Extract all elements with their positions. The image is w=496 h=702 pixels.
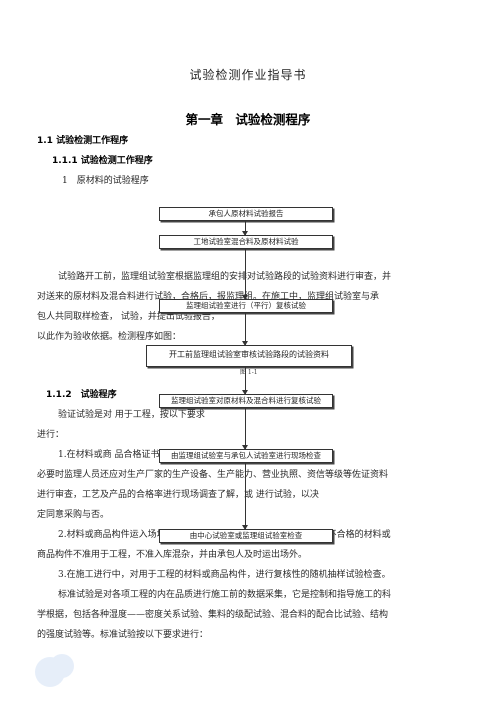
paragraph-line: 3.在施工进行中，对用于工程的材料或商品构件，进行复核性的随机抽样试验检查。 xyxy=(58,570,391,580)
chapter-number: 第一章 xyxy=(185,112,224,127)
paragraph-line: 的强度试验等。标准试验按以下要求进行： xyxy=(37,630,209,640)
paragraph-line: 必要时监理人员还应对生产厂家的生产设备、生产能力、营业执照、资信等级等佐证资料 xyxy=(37,470,389,480)
paragraph-line: 学根据，包括各种湿度——密度关系试验、集料的级配试验、混合料的配合比试验、结构 xyxy=(37,610,389,620)
figure-label-partial: 图 1-1 xyxy=(240,369,258,376)
paragraph-line: 商品构件不准用于工程，不准入库混杂，并由承包人及时运出场外。 xyxy=(37,550,308,560)
chapter-heading: 第一章 试验检测程序 xyxy=(0,109,496,128)
paragraph-line: 以此作为验收依据。检测程序如图： xyxy=(37,332,182,342)
document-title: 试验检测作业指导书 xyxy=(189,68,307,82)
flow-step-review-trial-section: 开工前监理组试验室审核试验路段的试验资料 xyxy=(146,345,352,367)
paragraph-line: 定同意采购与否。 xyxy=(37,510,110,520)
list-item-raw-material: 1 原材料的试验程序 xyxy=(62,176,149,186)
paragraph-line: 试验路开工前，监理组试验室根据监理组的安排对试验路段的试验资料进行审查，并 xyxy=(58,272,392,282)
chapter-title: 试验检测程序 xyxy=(235,112,311,127)
paragraph-line: 进行审查，工艺及产品的合格率进行现场调查了解，或 进行试验，以决 xyxy=(37,490,319,500)
paragraph-line: 对送来的原材料及混合料进行试验，合格后，报监理组。在施工中，监理组试验室与承 xyxy=(37,292,380,302)
flow-arrow xyxy=(242,221,248,236)
flow-arrow xyxy=(242,367,248,395)
paragraph-line: 标准试验是对各项工程的内在品质进行施工前的数据采集，它是控制和指导施工的科 xyxy=(58,590,392,600)
flow-step-material-recheck: 监理组试验室对原材料及混合料进行复核试验 xyxy=(159,394,333,408)
flow-arrow xyxy=(242,408,248,450)
watermark-icon xyxy=(35,654,74,687)
paragraph-line: 进行： xyxy=(37,430,65,440)
paragraph-line: 1.在材料或商 品合格证书及试验报告， xyxy=(58,450,214,460)
subsection-heading-2: 1.1.2 试验程序 xyxy=(46,390,117,400)
flow-step-parallel-recheck: 监理组试验室进行（平行）复核试验 xyxy=(159,299,333,313)
flow-arrow xyxy=(242,249,248,300)
paragraph-line: 包人共同取样检查， 试验，并提出试验报告， xyxy=(37,312,220,322)
flow-arrow xyxy=(242,463,248,530)
flow-arrow xyxy=(242,313,248,346)
flow-step-contractor-report: 承包人原材料试验报告 xyxy=(159,207,333,221)
flow-step-site-lab-test: 工地试验室混合料及原材料试验 xyxy=(159,235,333,249)
section-heading: 1.1 试验检测工作程序 xyxy=(37,136,129,146)
flow-step-joint-field-check: 由监理组试验室与承包人试验室进行现场检查 xyxy=(159,449,333,463)
paragraph-line: 验证试验是对 用于工程，按以下要求 xyxy=(58,410,205,420)
subsection-heading: 1.1.1 试验检测工作程序 xyxy=(52,156,153,166)
flow-step-central-lab-check: 由中心试验室或监理组试验室检查 xyxy=(159,529,333,543)
